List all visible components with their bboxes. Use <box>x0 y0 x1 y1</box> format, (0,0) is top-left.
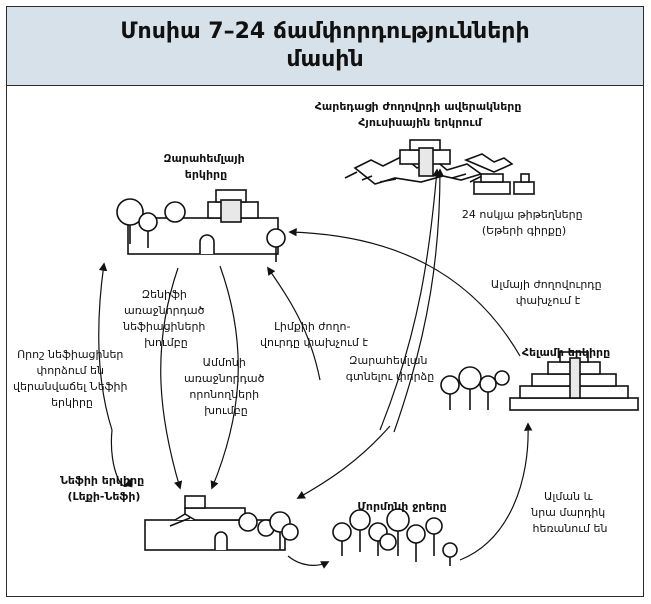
label-zarahemla-land: Զարահեմլայի երկիրը <box>163 152 248 181</box>
arrow-search-to-nephi <box>296 425 391 499</box>
arrow-search-to-ruins-1 <box>379 168 441 431</box>
label-limhi-escape: Լիմքիի ժողո- վուրդը փախչում է <box>260 320 368 349</box>
label-reconquer-attempt: Որոշ նեֆիացիներ փորձում են վերանվաճել Նե… <box>13 348 131 409</box>
arrow-zeniff-to-nephi <box>160 267 183 490</box>
label-zeniff-group: Զենիֆի առաջնորդած նեֆիացիների խումբը <box>122 288 209 349</box>
label-alma-flee: Ալման և նրա մարդիկ հեռանում են <box>530 490 609 535</box>
title-banner: Մոսիա 7–24 ճամփորդությունների մասին <box>7 7 643 86</box>
waters-of-mormon-illustration <box>332 508 458 566</box>
jaredite-ruins-illustration <box>344 139 514 185</box>
arrow-mormon-to-helam <box>459 422 533 561</box>
label-helam-land: Հելամի երկիրը <box>522 346 610 359</box>
arrow-limhi-to-zarahemla <box>267 266 321 381</box>
arrow-return-to-zarahemla <box>98 262 113 431</box>
label-ammon-group: Ամմոնի առաջնորդած որոնողների խումբը <box>184 356 268 417</box>
zarahemla-city-illustration <box>116 189 286 262</box>
arrow-search-to-ruins-2 <box>393 168 445 433</box>
diagram-frame: Մոսիա 7–24 ճամփորդությունների մասին <box>6 6 644 597</box>
diagram-title: Մոսիա 7–24 ճամփորդությունների մասին <box>120 19 530 72</box>
arrow-return-loop <box>110 429 133 488</box>
label-jaredite-ruins: Հարեդացի ժողովրդի ավերակները Հյուսիսային… <box>315 100 525 129</box>
label-gold-plates: 24 ոսկյա թիթեղները (Եթերի գիրքը) <box>462 208 586 237</box>
nephi-city-illustration <box>144 495 299 551</box>
label-alma-escape: Ալմայի ժողովուրդը փախչում է <box>491 278 605 307</box>
arrow-alma-to-zarahemla <box>288 228 521 357</box>
label-mormon-waters: Մորմոնի ջրերը <box>357 500 446 513</box>
arrow-ammon-to-nephi <box>210 265 239 490</box>
label-nephi-land: Նեֆիի երկիրը (Լեքի-Նեֆի) <box>60 474 148 503</box>
arrow-nephi-to-mormon <box>287 555 330 569</box>
label-search-attempt: Զարահեմլան գտնելու փորձը <box>346 354 434 383</box>
gold-plates-illustration <box>473 173 535 195</box>
helam-city-illustration <box>440 351 639 411</box>
